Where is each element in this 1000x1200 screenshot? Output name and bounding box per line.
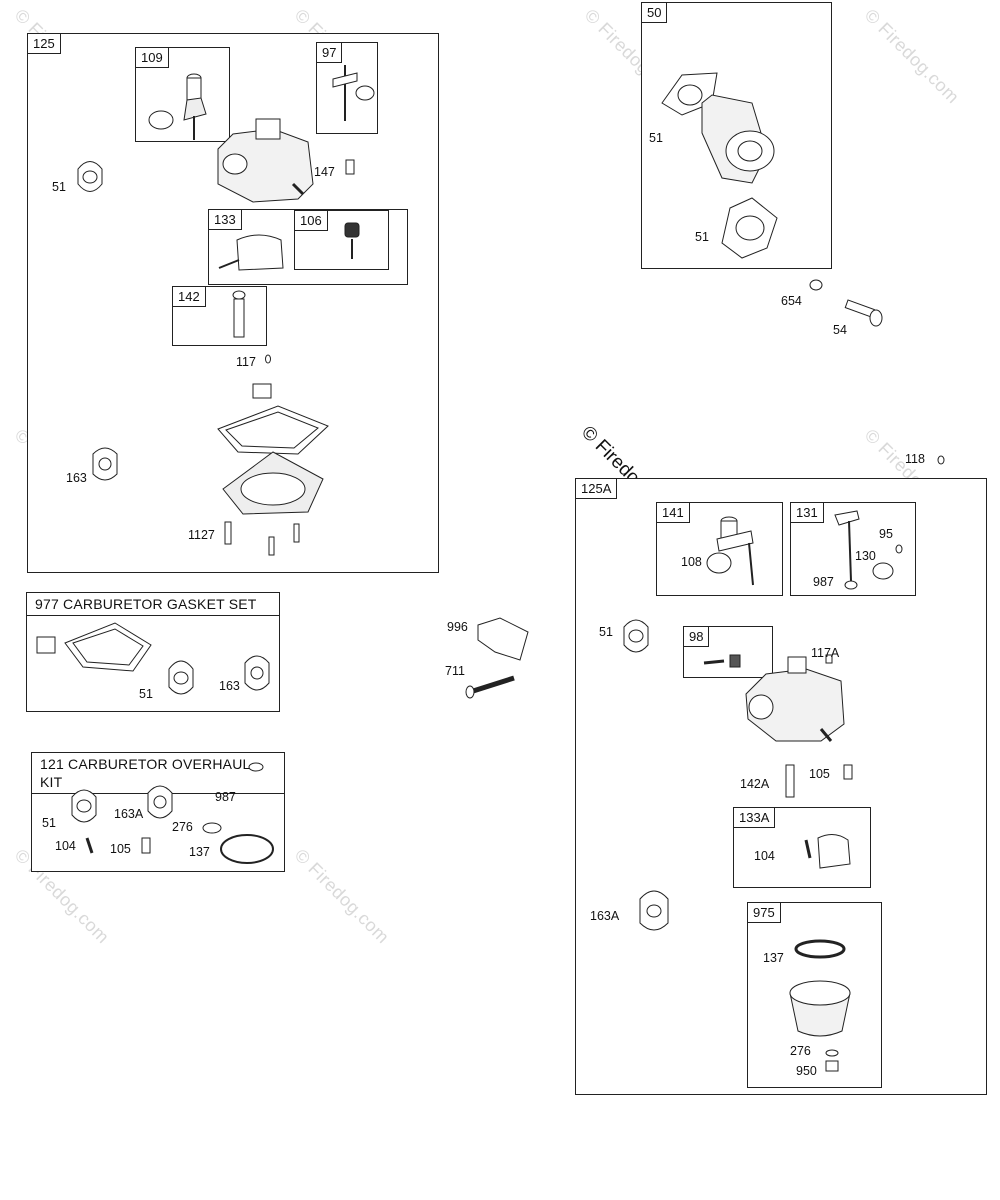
- subassembly-tag: 98: [683, 626, 710, 647]
- carburetor-125A-drawing: [623, 619, 853, 931]
- part-label: 54: [833, 323, 847, 337]
- subassembly-109: 109: [135, 47, 230, 142]
- gasket-set-drawing: [36, 622, 270, 695]
- part-label: 117: [236, 355, 256, 369]
- kit-977-gasket-set: 977 CARBURETOR GASKET SET 51 163: [26, 592, 280, 712]
- part-label: 137: [763, 951, 784, 965]
- part-label: 51: [42, 816, 56, 830]
- assembly-125A: 125A 141 108 131 95 130 987 98: [575, 478, 987, 1095]
- part-label: 51: [695, 230, 709, 244]
- part-label: 117A: [811, 646, 840, 660]
- part-label: 163: [66, 471, 87, 485]
- kit-title: 977 CARBURETOR GASKET SET: [26, 592, 280, 616]
- part-label: 987: [813, 575, 834, 589]
- assembly-tag: 50: [641, 2, 668, 23]
- float-drawing: [218, 234, 284, 271]
- part-label: 104: [754, 849, 775, 863]
- subassembly-tag: 109: [135, 47, 169, 68]
- choke-shaft-drawing: [834, 510, 903, 590]
- subassembly-tag: 133A: [733, 807, 776, 828]
- subassembly-975: 975 137 276 950: [747, 902, 882, 1088]
- part-label: 996: [447, 620, 468, 634]
- part-label: 118: [905, 452, 925, 466]
- part-label: 276: [790, 1044, 811, 1058]
- subassembly-131: 131 95 130 987: [790, 502, 916, 596]
- subassembly-tag: 97: [316, 42, 343, 63]
- assembly-50: 50 51 51: [641, 2, 832, 269]
- assembly-tag: 125: [27, 33, 61, 54]
- needle-valve-drawing: [344, 222, 360, 259]
- subassembly-tag: 141: [656, 502, 690, 523]
- subassembly-133: 133 106: [208, 209, 408, 285]
- part-label: 163: [219, 679, 240, 693]
- part-label: 95: [879, 527, 893, 541]
- main-jet-drawing: [232, 290, 246, 338]
- part-label: 711: [445, 664, 465, 678]
- throttle-shaft-drawing: [332, 65, 375, 121]
- subassembly-97: 97: [316, 42, 378, 134]
- assembly-tag: 125A: [575, 478, 618, 499]
- float-bowl-drawing: [789, 939, 851, 1072]
- subassembly-133A: 133A 104: [733, 807, 871, 888]
- part-label: 104: [55, 839, 76, 853]
- part-label: 137: [189, 845, 210, 859]
- kit-121-overhaul-kit: 121 CARBURETOR OVERHAUL KIT 51 163A 987 …: [31, 752, 285, 872]
- part-label: 51: [52, 180, 66, 194]
- part-label: 276: [172, 820, 193, 834]
- throttle-shaft-drawing: [706, 516, 754, 586]
- assembly-125: 125 109 97 133 106: [27, 33, 439, 573]
- subassembly-141: 141 108: [656, 502, 783, 596]
- part-label: 51: [649, 131, 663, 145]
- carburetor-drawing: [77, 118, 355, 556]
- subassembly-tag: 975: [747, 902, 781, 923]
- idle-screw-drawing: [703, 654, 741, 668]
- part-label: 105: [110, 842, 131, 856]
- part-label: 108: [681, 555, 702, 569]
- part-label: 51: [599, 625, 613, 639]
- float-drawing: [804, 834, 851, 869]
- subassembly-106: 106: [294, 210, 389, 270]
- subassembly-98: 98: [683, 626, 773, 678]
- part-label: 51: [139, 687, 153, 701]
- part-label: 163A: [590, 909, 620, 923]
- part-label: 142A: [740, 777, 770, 791]
- subassembly-tag: 131: [790, 502, 824, 523]
- part-label: 163A: [114, 807, 144, 821]
- part-label: 654: [781, 294, 802, 308]
- subassembly-142: 142: [172, 286, 267, 346]
- part-label: 1127: [188, 528, 215, 542]
- subassembly-tag: 106: [294, 210, 328, 231]
- part-label: 105: [809, 767, 830, 781]
- part-label: 147: [314, 165, 335, 179]
- overhaul-kit-drawing: [71, 762, 274, 864]
- subassembly-tag: 133: [208, 209, 242, 230]
- part-label: 130: [855, 549, 876, 563]
- choke-shaft-drawing: [148, 73, 207, 140]
- subassembly-tag: 142: [172, 286, 206, 307]
- part-label: 950: [796, 1064, 817, 1078]
- part-label: 987: [215, 790, 236, 804]
- intake-elbow-drawing: [661, 72, 778, 259]
